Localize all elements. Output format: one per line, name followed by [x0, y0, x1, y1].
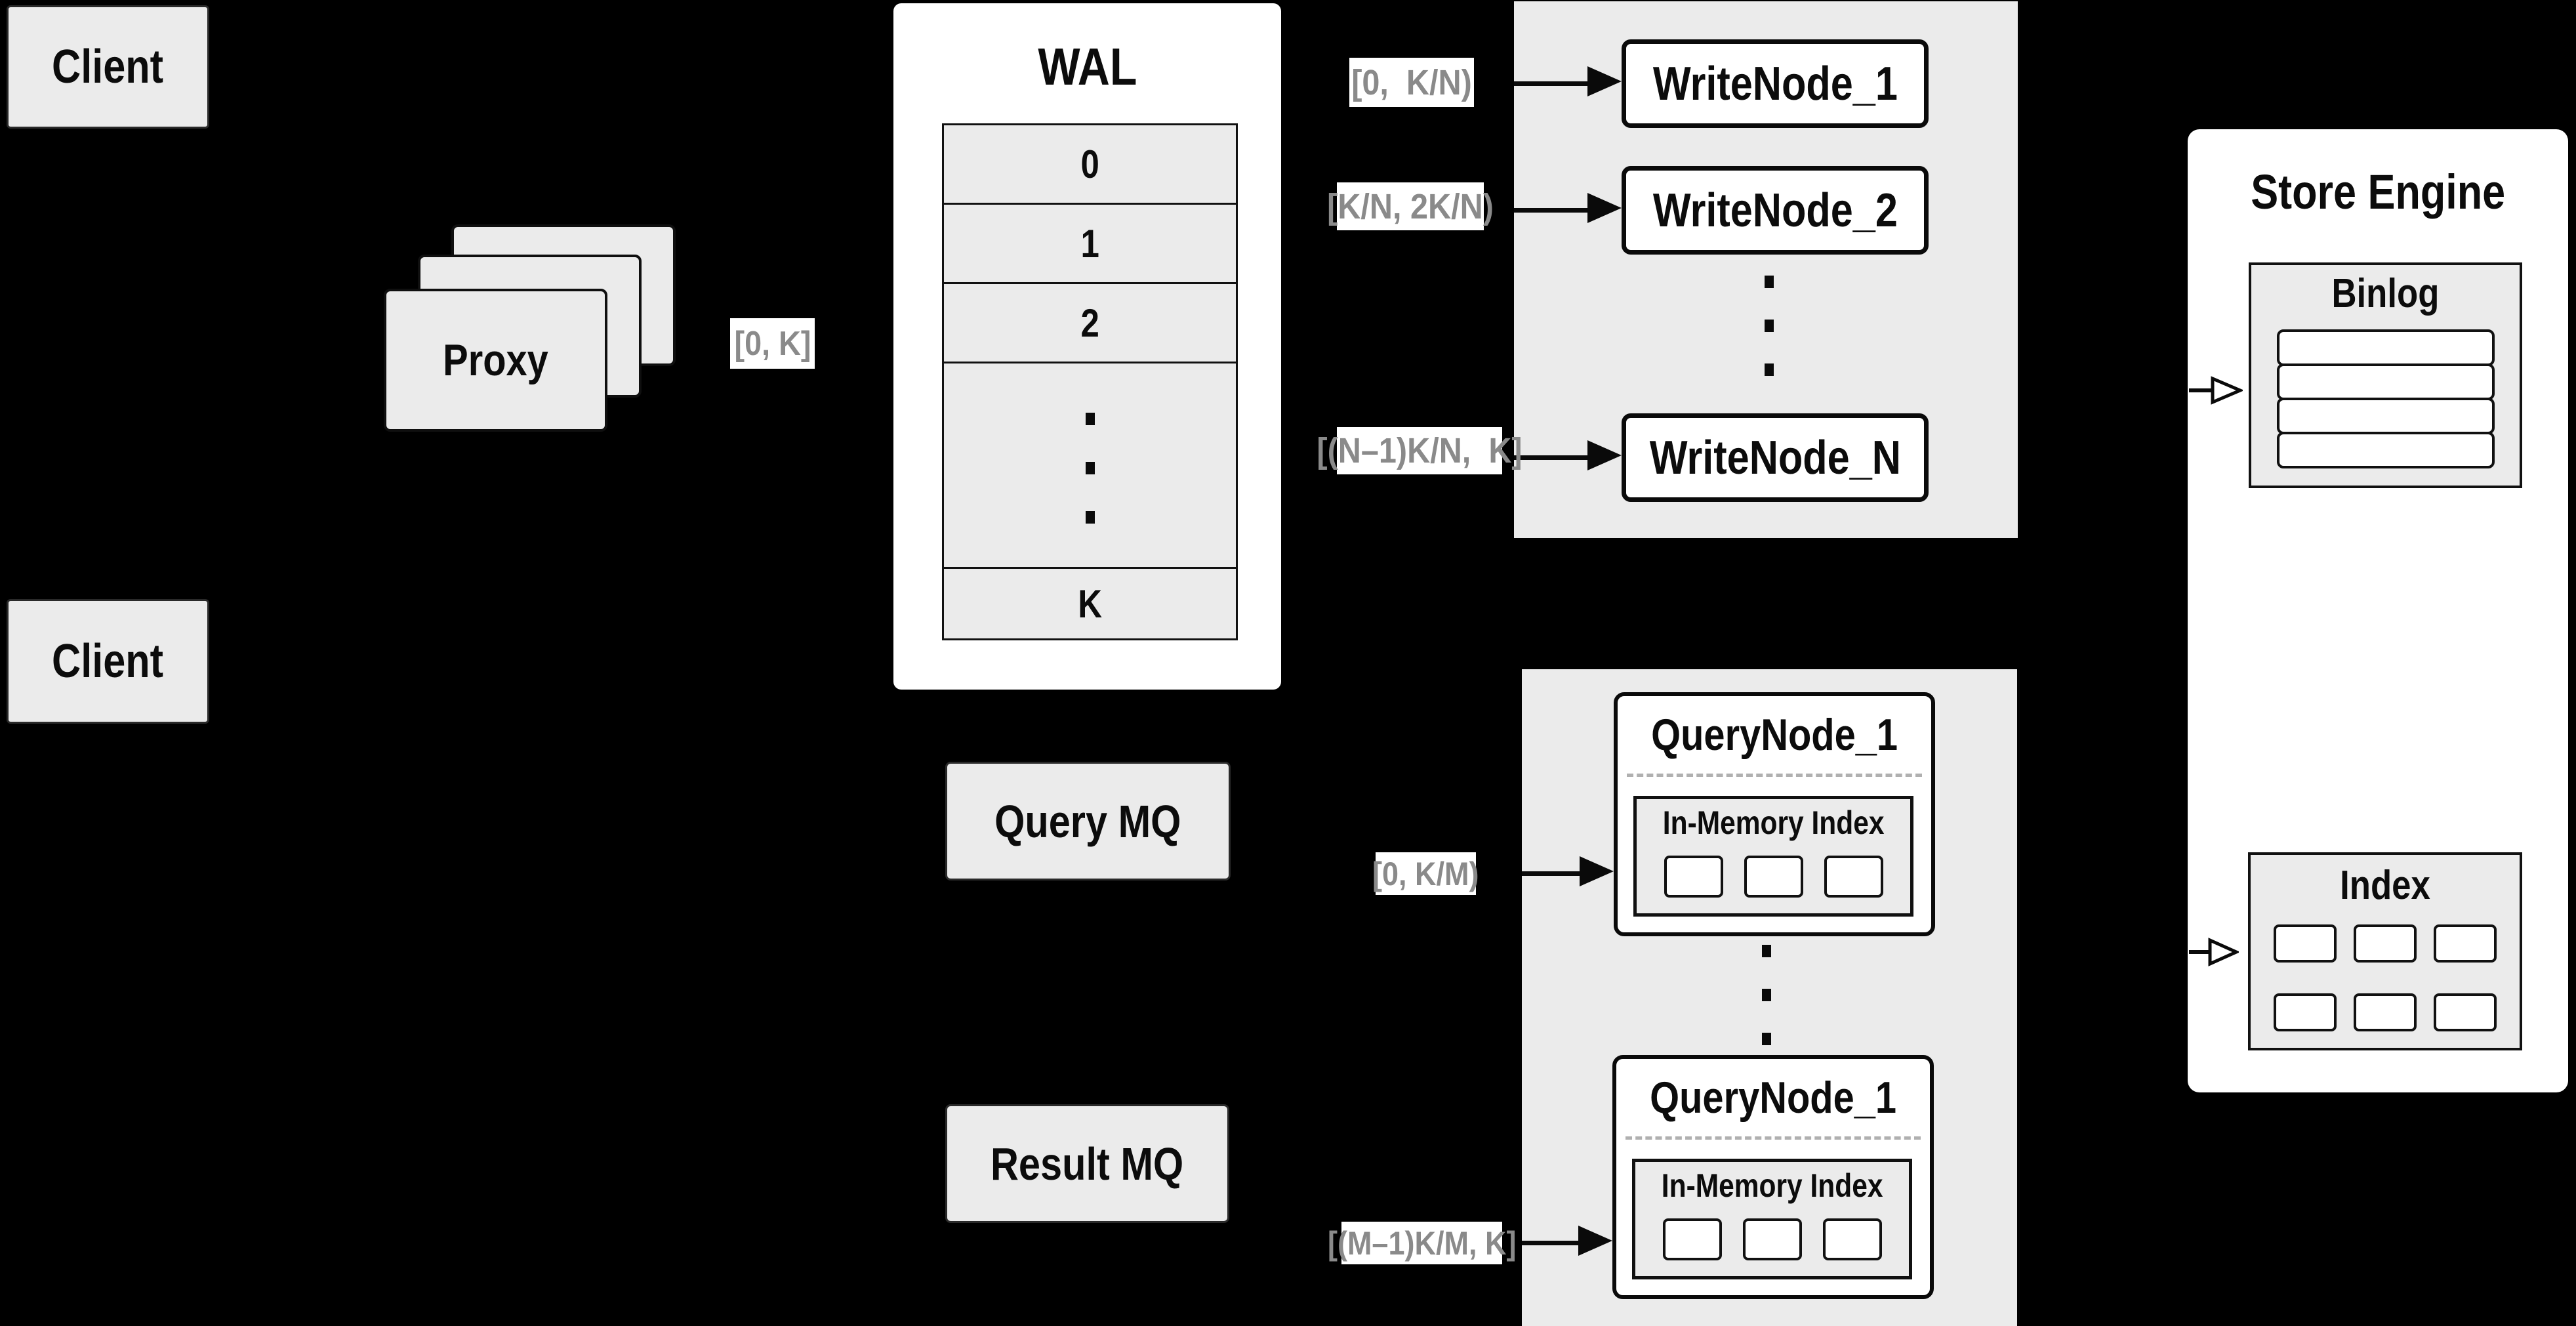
- in-memory-index-box-top: In-Memory Index: [1633, 796, 1913, 917]
- wal-segment-row: 1: [944, 205, 1236, 284]
- range-label-writenode-1: [0, K/N): [1349, 58, 1474, 107]
- wal-segment-row: 2: [944, 284, 1236, 363]
- querynode-bottom-title: QueryNode_1: [1650, 1073, 1896, 1123]
- arrow-to-writenode-2: [1514, 190, 1622, 230]
- segment-cell: [1824, 856, 1883, 898]
- arrow-to-querynode-1: [1522, 854, 1614, 894]
- binlog-row: [2276, 363, 2495, 400]
- range-label-querynode-1: [0, K/M): [1372, 852, 1479, 895]
- vertical-ellipsis-dot: [1765, 363, 1774, 376]
- client-bottom-label: Client: [52, 635, 164, 688]
- querynode-bottom-box: QueryNode_1 In-Memory Index: [1612, 1055, 1934, 1299]
- wal-segment-table: 0 1 2 K: [942, 123, 1238, 640]
- index-title: Index: [2340, 862, 2430, 908]
- binlog-row: [2276, 329, 2495, 366]
- segment-cell: [1744, 856, 1803, 898]
- querynode-top-box: QueryNode_1 In-Memory Index: [1614, 692, 1935, 936]
- store-engine-box: Store Engine Binlog Index: [2188, 129, 2568, 1092]
- index-cell: [2434, 924, 2497, 963]
- range-label-writenode-2: [K/N, 2K/N): [1327, 182, 1494, 230]
- vertical-ellipsis-dot: [1086, 511, 1095, 524]
- open-arrow-to-index-icon: [2189, 938, 2239, 966]
- arrow-to-querynode-2: [1522, 1223, 1612, 1263]
- range-label-querynode-2: [(M–1)K/M, K]: [1328, 1222, 1516, 1264]
- writenode-1-box: WriteNode_1: [1622, 39, 1929, 128]
- vertical-ellipsis-dot: [1762, 1033, 1771, 1045]
- in-memory-index-box-bottom: In-Memory Index: [1632, 1159, 1912, 1279]
- query-mq-box: Query MQ: [945, 762, 1231, 881]
- wal-ellipsis-row: [944, 363, 1236, 569]
- wal-box: WAL 0 1 2 K: [893, 3, 1281, 690]
- binlog-row: [2276, 432, 2495, 468]
- segment-cell: [1662, 1218, 1722, 1260]
- client-bottom-box: Client: [7, 599, 209, 724]
- index-box: Index: [2248, 852, 2522, 1050]
- writenode-n-box: WriteNode_N: [1622, 413, 1929, 502]
- wal-title: WAL: [1037, 37, 1137, 96]
- writenode-2-box: WriteNode_2: [1622, 166, 1929, 255]
- vertical-ellipsis-dot: [1086, 413, 1095, 425]
- binlog-rows: [2251, 329, 2520, 468]
- vertical-ellipsis-dot: [1086, 462, 1095, 474]
- index-cell: [2434, 993, 2497, 1031]
- range-label-writenode-n: [(N–1)K/N, K]: [1317, 427, 1523, 474]
- in-memory-index-title: In-Memory Index: [1662, 804, 1885, 841]
- dashed-divider: [1627, 774, 1922, 777]
- client-top-box: Client: [7, 5, 209, 129]
- in-memory-index-title: In-Memory Index: [1661, 1167, 1883, 1204]
- binlog-row: [2276, 398, 2495, 434]
- arrow-to-writenode-1: [1514, 64, 1622, 104]
- dashed-divider: [1625, 1136, 1921, 1140]
- binlog-title: Binlog: [2331, 270, 2440, 316]
- result-mq-box: Result MQ: [945, 1104, 1229, 1223]
- open-arrow-to-binlog-icon: [2189, 376, 2243, 405]
- index-cells-row: [2251, 993, 2520, 1031]
- client-top-label: Client: [52, 41, 164, 93]
- querynode-top-title: QueryNode_1: [1651, 710, 1898, 760]
- wal-segment-row: K: [1078, 581, 1102, 626]
- segment-cells: [1635, 1218, 1909, 1260]
- segment-cell: [1822, 1218, 1882, 1260]
- segment-cells: [1637, 856, 1910, 898]
- wal-segment-row: 0: [944, 125, 1236, 205]
- index-cell: [2274, 924, 2337, 963]
- index-cell: [2274, 993, 2337, 1031]
- segment-cell: [1664, 856, 1723, 898]
- store-engine-title: Store Engine: [2251, 164, 2505, 219]
- range-label-proxy-out: [0, K]: [730, 318, 815, 369]
- vertical-ellipsis-dot: [1765, 320, 1774, 332]
- index-cells-row: [2251, 924, 2520, 963]
- proxy-card-front: Proxy: [384, 289, 607, 432]
- vertical-ellipsis-dot: [1765, 276, 1774, 288]
- arrow-to-writenode-n: [1514, 438, 1622, 478]
- index-cell: [2354, 924, 2417, 963]
- vertical-ellipsis-dot: [1762, 945, 1771, 957]
- vertical-ellipsis-dot: [1762, 989, 1771, 1001]
- index-cell: [2354, 993, 2417, 1031]
- proxy-label: Proxy: [443, 335, 548, 385]
- binlog-box: Binlog: [2249, 262, 2522, 488]
- segment-cell: [1742, 1218, 1802, 1260]
